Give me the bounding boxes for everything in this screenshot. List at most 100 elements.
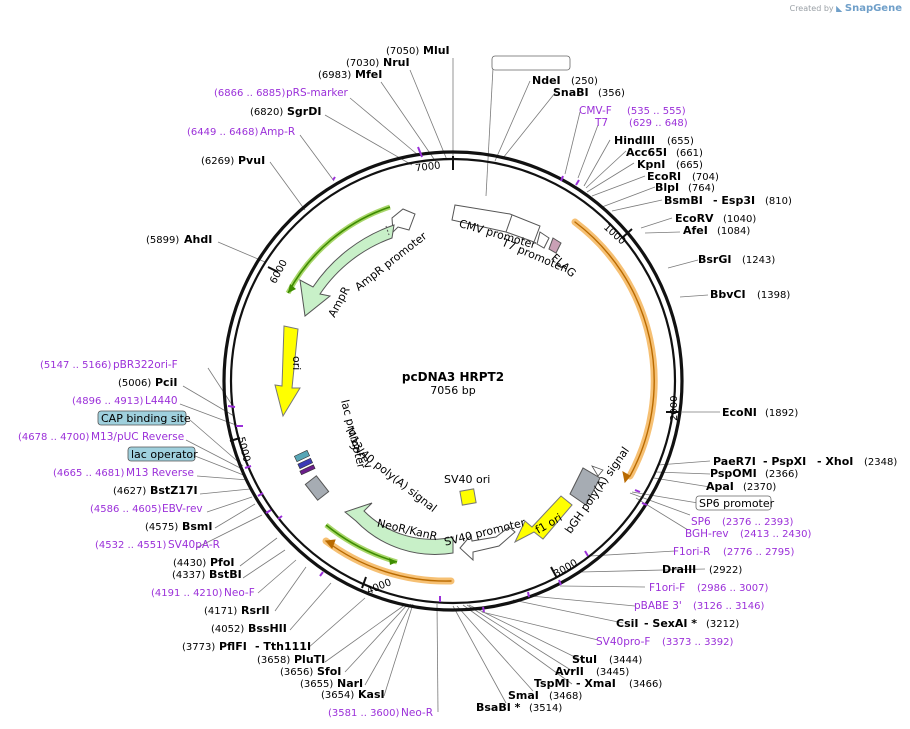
feature-label-ampr: AmpR [326,284,353,319]
enzyme-label[interactable]: NarI [337,677,363,690]
enzyme-label[interactable]: PfoI [210,556,235,569]
enzyme-label[interactable]: SfoI [317,665,341,678]
enzyme-label[interactable]: SgrDI [287,105,321,118]
enzyme-label[interactable]: EcoNI [722,406,757,419]
enzyme-label[interactable]: MluI [423,44,450,57]
primer-label[interactable]: BGH-rev [685,528,729,540]
enzyme-label[interactable]: BsmI [182,520,213,533]
enzyme-label[interactable]: KasI [358,688,385,701]
primer-label[interactable]: T7 [594,117,608,129]
ampr-orf-line [285,204,398,565]
neor-arrow[interactable] [343,502,454,555]
enzyme-label[interactable]: - XhoI [817,455,853,468]
enzyme-label[interactable]: KpnI [637,158,665,171]
cap-site-glyph[interactable] [293,449,311,463]
enzyme-label[interactable]: PvuI [238,154,265,167]
enzyme-label[interactable]: CsiI [616,617,638,630]
ori-arrow[interactable] [274,325,301,418]
enzyme-label[interactable]: BsrGI [698,253,731,266]
site-position: (3445) [596,667,629,678]
enzyme-label[interactable]: BssHII [248,622,287,635]
enzyme-label[interactable]: PciI [155,376,177,389]
enzyme-label[interactable]: ApaI [706,480,734,493]
primer-label[interactable]: F1ori-R [673,546,710,558]
enzyme-label[interactable]: TspMI [534,677,570,690]
primer-label[interactable]: SV40pA-R [168,539,220,551]
primer-label[interactable]: M13/pUC Reverse [91,431,184,443]
enzyme-label[interactable]: BsmBI [664,194,703,207]
primer-label[interactable]: pBR322ori-F [113,359,178,371]
enzyme-label[interactable]: - Tth111I [255,640,311,653]
enzyme-label[interactable]: BlpI [655,181,679,194]
primer-label[interactable]: F1ori-F [649,582,685,594]
f1-ori-arrow[interactable] [513,495,573,544]
cap-binding-site-label[interactable]: CAP binding site [101,412,191,425]
enzyme-label[interactable]: - XmaI [576,677,616,690]
enzyme-label[interactable]: PspOMI [710,467,757,480]
primer-label[interactable]: Neo-F [224,587,255,599]
enzyme-label[interactable]: MfeI [355,68,382,81]
features [274,204,604,562]
enzyme-label[interactable]: BbvCI [710,288,746,301]
site-position: (7050) [386,46,419,57]
primer-label[interactable]: SP6 [691,516,711,528]
primer-label[interactable]: SV40pro-F [596,636,650,648]
enzyme-label[interactable]: PaeR7I [713,455,756,468]
flag-arrow[interactable] [548,237,562,254]
enzyme-label[interactable]: AfeI [683,224,708,237]
bgh-polya-box[interactable] [569,467,601,506]
enzyme-label[interactable]: BstZ17I [150,484,198,497]
m13-rev-glyph[interactable] [299,464,316,476]
site-position: (3773) [182,642,215,653]
lac-operator-label[interactable]: lac operator [131,448,198,461]
enzyme-label[interactable]: EcoRI [647,170,681,183]
site-position: (4171) [204,606,237,617]
enzyme-label[interactable]: BstBI [209,568,242,581]
ampr-gene-arrow[interactable] [299,224,395,317]
enzyme-label[interactable]: NruI [383,56,410,69]
t7-promoter-arrow[interactable] [536,231,550,249]
primer-label[interactable]: pRS-marker [286,87,349,99]
enzyme-label[interactable]: PluTI [294,653,325,666]
enzyme-label[interactable]: Acc65I [626,146,667,159]
enzyme-label[interactable]: - SexAI * [644,617,697,630]
site-position: (629 .. 648) [629,118,688,129]
site-position: (3212) [706,619,739,630]
enzyme-label[interactable]: HindIII [614,134,655,147]
enzyme-label[interactable]: StuI [572,653,597,666]
snapgene-logo-icon: ◣ [836,4,843,13]
primer-label[interactable]: Neo-R [401,707,433,719]
enzyme-label[interactable]: - PspXI [763,455,806,468]
sv40-ori-box[interactable] [459,488,477,506]
enzyme-label[interactable]: AvrII [555,665,584,678]
enzyme-label[interactable]: SmaI [508,689,539,702]
cmv-promoter-arrow[interactable] [451,204,541,243]
lac-operator-glyph[interactable] [297,457,314,470]
enzyme-label[interactable]: BsaBI * [476,701,521,714]
primer-label[interactable]: pBABE 3' [634,600,682,612]
primer-label[interactable]: L4440 [145,395,178,407]
enzyme-label[interactable]: RsrII [241,604,270,617]
sp6-promoter-label[interactable]: SP6 promoter [699,497,775,510]
sv40-promoter-arrow[interactable] [459,526,516,562]
snapgene-brand: Created by ◣ SnapGene [790,3,902,14]
primer-label[interactable]: M13 Reverse [126,467,194,479]
enzyme-label[interactable]: SnaBI [553,86,589,99]
site-position: (4627) [113,486,146,497]
enzyme-label[interactable]: AhdI [184,233,212,246]
plasmid-title: pcDNA3 HRPT2 [402,370,504,384]
primer-label[interactable]: EBV-rev [162,503,203,515]
sv40-polya-box[interactable] [304,475,330,501]
sp6-promoter-glyph[interactable] [591,465,604,477]
enzyme-label[interactable]: DraIII [662,563,696,576]
site-position: (4191 .. 4210) [151,588,223,599]
enzyme-label[interactable]: PflFI [219,640,247,653]
enzyme-label[interactable]: - Esp3I [713,194,755,207]
primer-label[interactable]: Amp-R [260,126,295,138]
site-position: (535 .. 555) [627,106,686,117]
enzyme-label[interactable]: EcoRV [675,212,714,225]
primer-label[interactable]: CMV-F [579,105,612,117]
ampr-promoter-arrow[interactable] [391,208,416,234]
site-position: (4575) [145,522,178,533]
enzyme-label[interactable]: NdeI [532,74,561,87]
